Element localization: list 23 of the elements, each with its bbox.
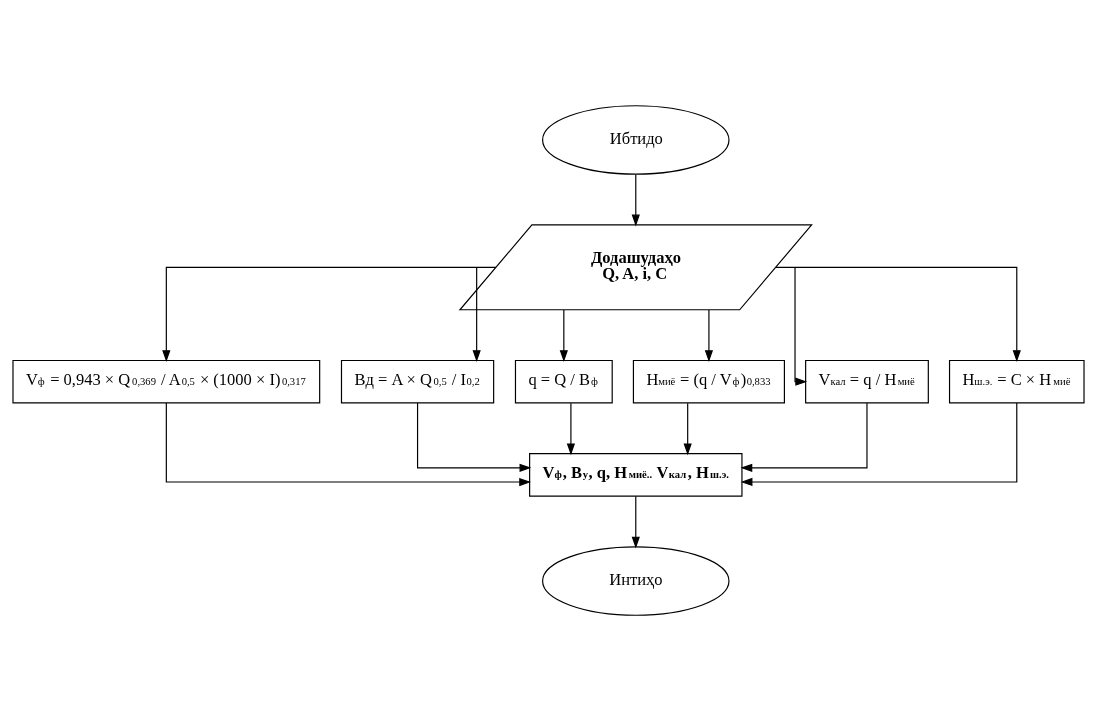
arrow xyxy=(775,266,1021,362)
arrow xyxy=(165,402,532,487)
node-box: Bд = A × Q0,5 / I0,2 xyxy=(340,359,495,404)
arrow xyxy=(740,402,1018,487)
arrow xyxy=(683,402,692,456)
arrow xyxy=(631,495,640,549)
node-box: Vф = 0,943 × Q0,369 / A0,5 × (1000 × I)0,317 xyxy=(12,359,321,404)
arrow xyxy=(566,402,576,456)
node-box: Vф, Bу, q, Hмиё.. Vкал, Hш.э. xyxy=(529,453,743,497)
arrow xyxy=(704,309,714,363)
node-box: Hш.э. = C × Hмиё xyxy=(948,359,1085,404)
node-ellipse: Ибтидо xyxy=(542,105,730,175)
arrow xyxy=(794,266,808,386)
arrow xyxy=(631,173,640,227)
arrow xyxy=(417,402,532,472)
arrow xyxy=(162,266,497,362)
node-ellipse: Интиҳо xyxy=(542,546,730,616)
arrow xyxy=(740,402,868,472)
node-box: Vкал = q / Hмиё xyxy=(805,359,929,404)
node-box: q = Q / Bф xyxy=(514,359,613,404)
arrow xyxy=(472,266,481,363)
arrow xyxy=(559,309,568,363)
node-box: Hмиё = (q / Vф)0,833 xyxy=(632,359,785,404)
